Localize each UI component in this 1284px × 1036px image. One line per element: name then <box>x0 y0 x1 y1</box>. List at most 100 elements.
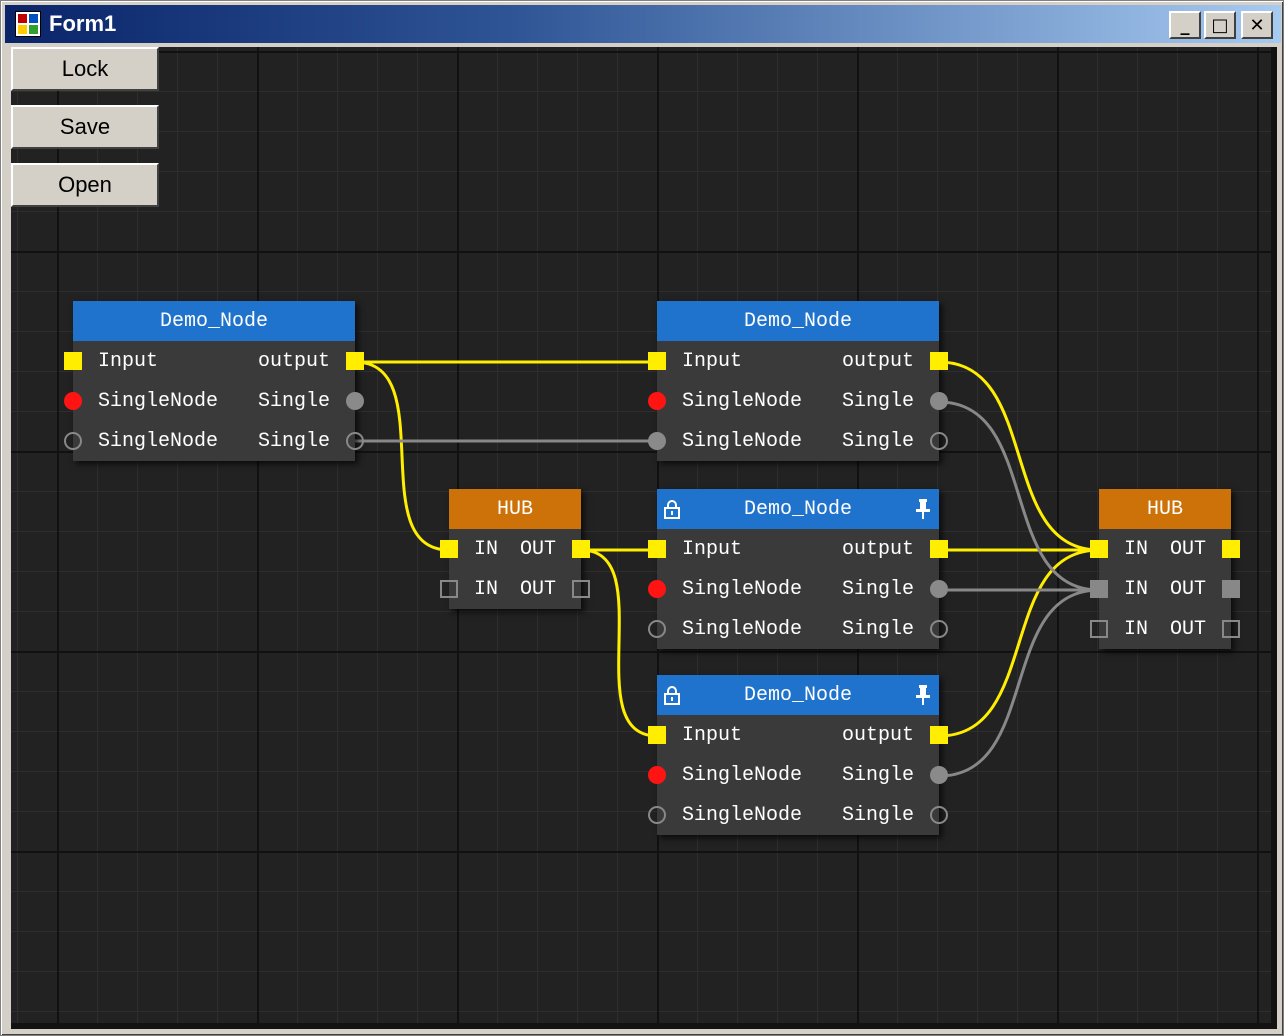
title-bar[interactable]: Form1 _ □ ✕ <box>5 5 1281 43</box>
input-port[interactable] <box>64 432 82 450</box>
lock-icon[interactable] <box>662 499 682 519</box>
pin-icon[interactable] <box>913 498 933 520</box>
row-label-left: IN <box>1124 577 1149 601</box>
row-label-right: Single <box>257 389 330 413</box>
row-label-left: SingleNode <box>682 389 803 413</box>
input-port[interactable] <box>648 620 666 638</box>
required-input-port[interactable] <box>648 580 666 598</box>
input-port[interactable] <box>440 540 458 558</box>
required-input-port[interactable] <box>648 766 666 784</box>
output-port[interactable] <box>930 620 948 638</box>
row-label-left: SingleNode <box>682 763 803 787</box>
output-port[interactable] <box>930 806 948 824</box>
wire-demo2-single-to-hub2-in <box>938 400 1100 592</box>
open-button[interactable]: Open <box>11 163 159 207</box>
row-label-right: output <box>257 349 330 373</box>
row-label-left: IN <box>1124 537 1149 561</box>
node-row: SingleNode Single <box>64 421 364 461</box>
node-row: SingleNode Single <box>648 381 948 421</box>
demo-node-2[interactable]: Demo_Node Input output SingleNode Single… <box>648 301 948 461</box>
node-header[interactable]: Demo_Node <box>657 489 939 529</box>
row-label-right: Single <box>841 429 914 453</box>
output-port[interactable] <box>1222 580 1240 598</box>
maximize-icon: □ <box>1211 14 1229 36</box>
row-label-left: IN <box>474 537 499 561</box>
wire-demo4-single-to-hub2-in <box>938 588 1100 778</box>
row-label-right: OUT <box>1169 537 1206 561</box>
row-label-left: Input <box>98 349 159 373</box>
demo-node-1[interactable]: Demo_Node Input output SingleNode Single… <box>64 301 364 461</box>
minimize-icon: _ <box>1180 14 1190 36</box>
required-input-port[interactable] <box>64 392 82 410</box>
row-label-right: Single <box>257 429 330 453</box>
demo-node-4[interactable]: Demo_Node Input output SingleNode Single <box>648 675 948 835</box>
window-title: Form1 <box>49 11 117 36</box>
row-label-left: SingleNode <box>682 803 803 827</box>
wire-layer <box>354 360 1100 778</box>
row-label-right: Single <box>841 763 914 787</box>
node-row: IN OUT <box>1090 609 1240 649</box>
wire-hub1-out-to-demo4-input <box>580 548 658 738</box>
node-header[interactable]: HUB <box>449 489 581 529</box>
node-title: Demo_Node <box>743 497 853 521</box>
node-header[interactable]: Demo_Node <box>657 675 939 715</box>
input-port[interactable] <box>648 352 666 370</box>
output-port[interactable] <box>346 432 364 450</box>
wire-demo4-output-to-hub2-in <box>938 548 1100 738</box>
output-port[interactable] <box>346 352 364 370</box>
node-title: Demo_Node <box>743 309 853 333</box>
maximize-button[interactable]: □ <box>1204 11 1236 39</box>
lock-button[interactable]: Lock <box>11 47 159 91</box>
output-port[interactable] <box>930 392 948 410</box>
hub-node-2[interactable]: HUB IN OUT IN OUT IN OUT <box>1090 489 1240 649</box>
row-label-right: OUT <box>519 537 556 561</box>
hub-node-1[interactable]: HUB IN OUT IN OUT <box>440 489 590 609</box>
input-port[interactable] <box>648 540 666 558</box>
output-port[interactable] <box>930 580 948 598</box>
row-label-left: IN <box>474 577 499 601</box>
output-port[interactable] <box>572 540 590 558</box>
node-row: SingleNode Single <box>648 421 948 461</box>
row-label-left: Input <box>682 723 743 747</box>
output-port[interactable] <box>930 726 948 744</box>
demo-node-3[interactable]: Demo_Node Input output SingleNode Single <box>648 489 948 649</box>
save-button[interactable]: Save <box>11 105 159 149</box>
output-port[interactable] <box>930 432 948 450</box>
node-title: Demo_Node <box>743 683 853 707</box>
output-port[interactable] <box>572 580 590 598</box>
input-port[interactable] <box>648 726 666 744</box>
row-label-left: Input <box>682 349 743 373</box>
row-label-left: IN <box>1124 617 1149 641</box>
required-input-port[interactable] <box>648 392 666 410</box>
row-label-left: Input <box>682 537 743 561</box>
node-row: Input output <box>648 715 948 755</box>
input-port[interactable] <box>1090 540 1108 558</box>
row-label-left: SingleNode <box>98 429 219 453</box>
row-label-right: Single <box>841 577 914 601</box>
node-editor-canvas[interactable]: Demo_Node Input output SingleNode Single… <box>11 47 1277 1029</box>
output-port[interactable] <box>1222 540 1240 558</box>
input-port[interactable] <box>648 806 666 824</box>
output-port[interactable] <box>930 540 948 558</box>
node-row: Input output <box>64 341 364 381</box>
input-port[interactable] <box>440 580 458 598</box>
output-port[interactable] <box>1222 620 1240 638</box>
pin-icon[interactable] <box>913 684 933 706</box>
output-port[interactable] <box>930 352 948 370</box>
lock-icon[interactable] <box>662 685 682 705</box>
input-port[interactable] <box>1090 580 1108 598</box>
output-port[interactable] <box>346 392 364 410</box>
node-row: SingleNode Single <box>648 569 948 609</box>
close-button[interactable]: ✕ <box>1241 11 1273 39</box>
node-header[interactable]: Demo_Node <box>73 301 355 341</box>
output-port[interactable] <box>930 766 948 784</box>
node-header[interactable]: HUB <box>1099 489 1231 529</box>
minimize-button[interactable]: _ <box>1169 11 1201 39</box>
input-port[interactable] <box>64 352 82 370</box>
app-icon[interactable] <box>15 11 41 37</box>
input-port[interactable] <box>1090 620 1108 638</box>
input-port[interactable] <box>648 432 666 450</box>
node-header[interactable]: Demo_Node <box>657 301 939 341</box>
node-row: IN OUT <box>1090 569 1240 609</box>
